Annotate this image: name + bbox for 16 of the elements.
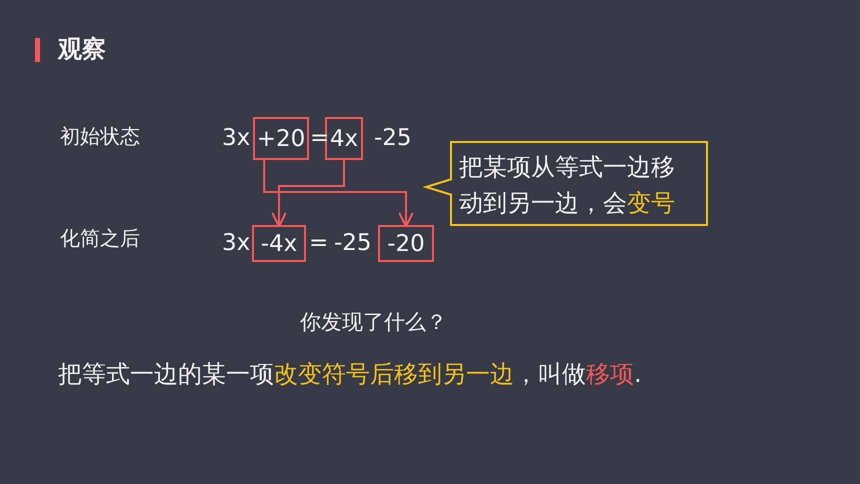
- arrow: [270, 160, 345, 228]
- arrow: [263, 160, 414, 228]
- row-label: 化简之后: [60, 228, 140, 248]
- equation-term: 3x: [222, 232, 250, 255]
- boxed-term: -4x: [252, 225, 306, 262]
- boxed-term: +20: [253, 117, 309, 160]
- equation-term: -25: [334, 232, 372, 255]
- callout-text: 把某项从等式一边移动到另一边，会变号: [459, 152, 676, 219]
- equation-term: =: [309, 232, 328, 255]
- slide-title: 观察: [58, 37, 106, 61]
- question-text: 你发现了什么？: [300, 312, 447, 333]
- statement-text: 把等式一边的某一项改变符号后移到另一边，叫做移项.: [58, 362, 642, 386]
- boxed-term: -20: [378, 225, 434, 262]
- equation-term: -25: [374, 127, 412, 150]
- equation-term: 3x: [222, 127, 250, 150]
- row-label: 初始状态: [60, 126, 140, 146]
